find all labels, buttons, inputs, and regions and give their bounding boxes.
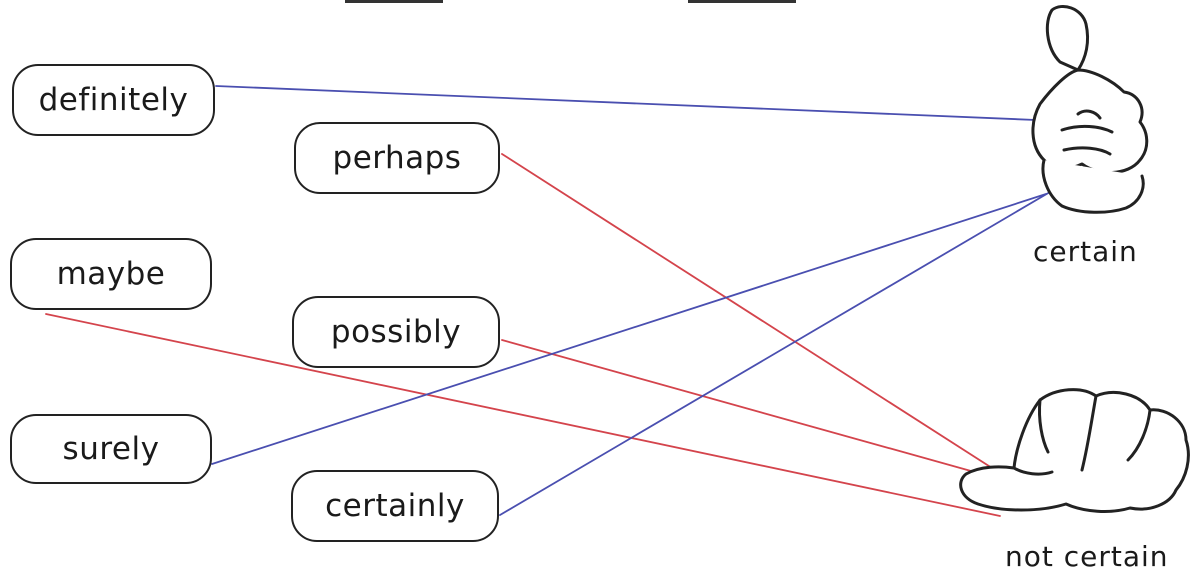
target-label-certain: certain xyxy=(1033,235,1138,268)
connector-lines xyxy=(45,85,1051,517)
connector-line-certainly xyxy=(499,191,1051,516)
word-box-surely[interactable]: surely xyxy=(10,414,212,484)
word-box-maybe[interactable]: maybe xyxy=(10,238,212,310)
thumbs-up-icon xyxy=(1031,5,1149,214)
connector-line-perhaps xyxy=(501,153,993,469)
connector-line-surely xyxy=(211,193,1047,465)
word-box-certainly[interactable]: certainly xyxy=(291,470,499,542)
target-label-not-certain: not certain xyxy=(1005,540,1169,573)
connector-line-possibly xyxy=(501,339,997,479)
word-box-definitely[interactable]: definitely xyxy=(12,64,215,136)
thumbs-down-icon xyxy=(959,388,1190,513)
word-box-perhaps[interactable]: perhaps xyxy=(294,122,500,194)
top-rule-right xyxy=(688,0,796,3)
top-rule-left xyxy=(345,0,443,3)
connector-line-maybe xyxy=(45,313,1001,517)
connector-line-definitely xyxy=(215,85,1037,121)
word-box-possibly[interactable]: possibly xyxy=(292,296,500,368)
